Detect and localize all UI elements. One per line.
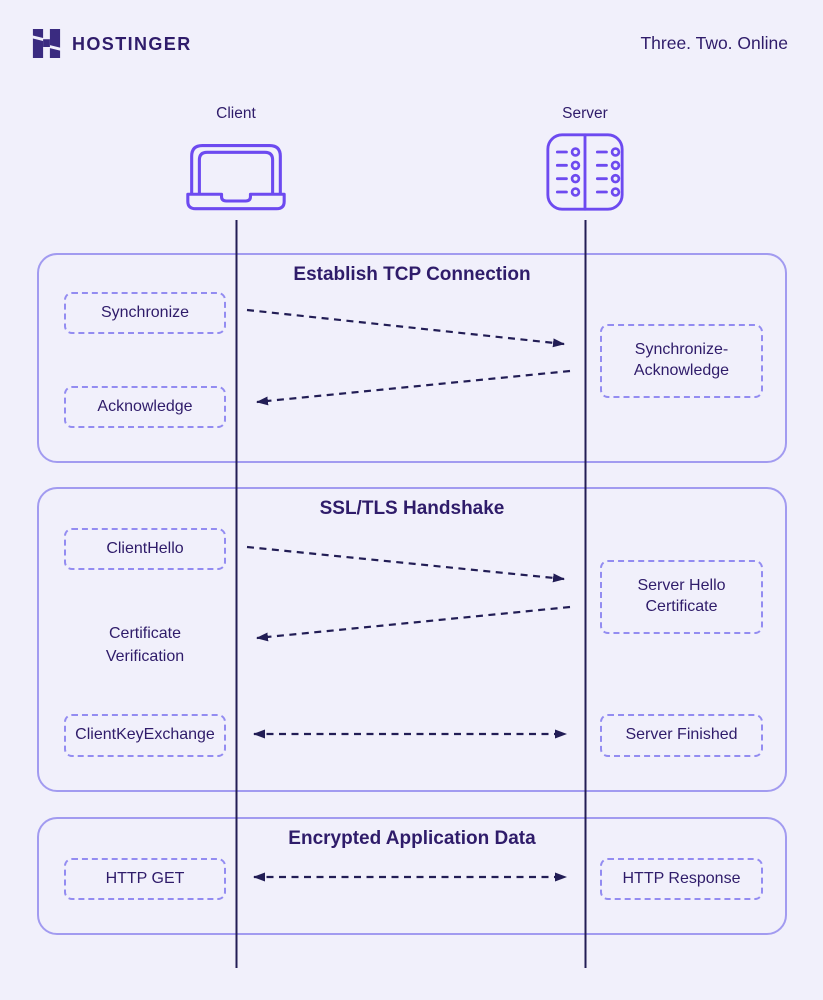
- brand-wordmark: HOSTINGER: [72, 34, 192, 54]
- server-rack-icon: [546, 133, 624, 211]
- section-title-data: Encrypted Application Data: [288, 828, 536, 849]
- client-label: Client: [216, 105, 256, 122]
- client-hello-box: ClientHello: [64, 528, 226, 570]
- server-finished-box: Server Finished: [600, 714, 763, 757]
- brand-tagline: Three. Two. Online: [640, 33, 788, 53]
- acknowledge-box: Acknowledge: [64, 386, 226, 428]
- section-encrypted-application-data: Encrypted Application Data HTTP GET HTTP…: [37, 817, 787, 935]
- certificate-verification-label: Certificate Verification: [105, 625, 185, 666]
- section-establish-tcp: Establish TCP Connection Synchronize Syn…: [37, 253, 787, 463]
- section-title-tls: SSL/TLS Handshake: [319, 498, 505, 519]
- server-label: Server: [562, 105, 608, 122]
- server-hello-certificate-box: Server Hello Certificate: [600, 560, 763, 634]
- section-ssl-tls-handshake: SSL/TLS Handshake ClientHello Server Hel…: [37, 487, 787, 792]
- client-key-exchange-box: ClientKeyExchange: [64, 714, 226, 757]
- synchronize-box: Synchronize: [64, 292, 226, 334]
- synchronize-acknowledge-box: Synchronize- Acknowledge: [600, 324, 763, 398]
- laptop-icon: [186, 144, 286, 211]
- http-response-box: HTTP Response: [600, 858, 763, 900]
- section-title-tcp: Establish TCP Connection: [293, 264, 531, 285]
- hostinger-logo-icon: [32, 28, 61, 59]
- http-get-box: HTTP GET: [64, 858, 226, 900]
